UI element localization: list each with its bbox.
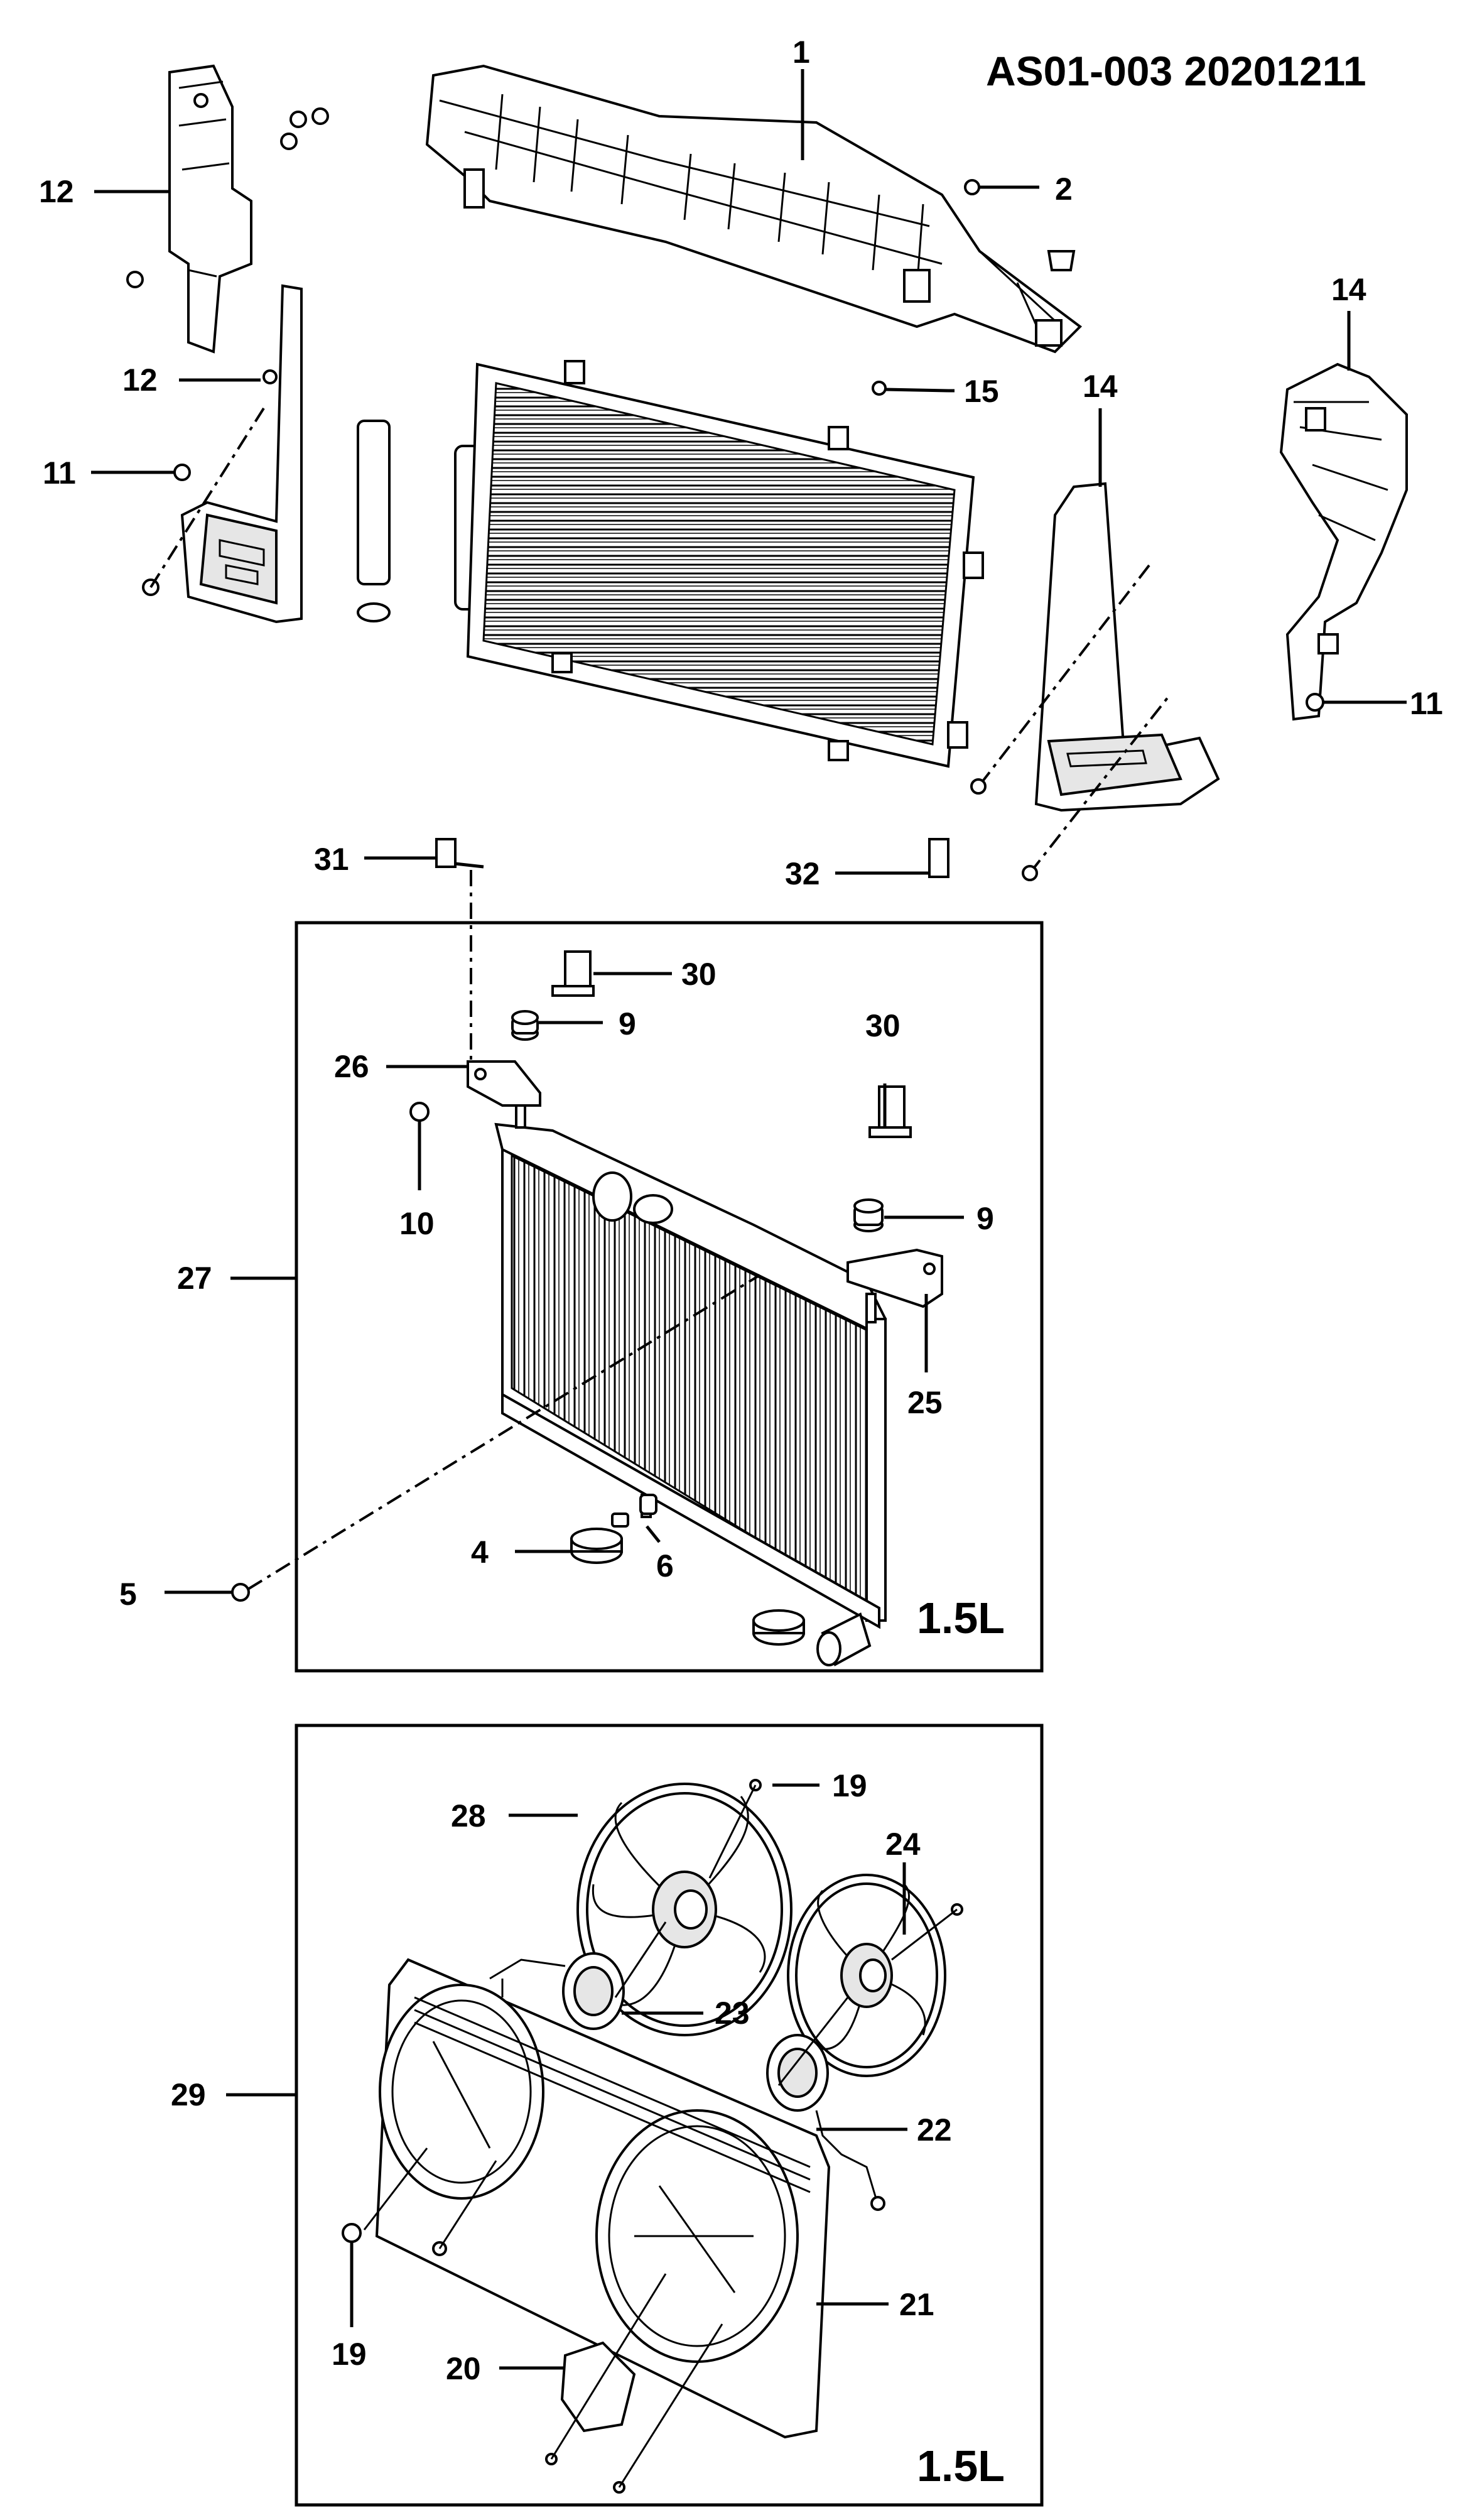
fan-assembly-box-part-29 (295, 1724, 1044, 2507)
right-lower-seal-part-14 (1034, 482, 1220, 812)
callout-30-upper: 30 (681, 957, 717, 992)
left-lower-seal-part-12 (180, 284, 303, 624)
callout-14-center: 14 (1083, 369, 1118, 404)
screw-part-2 (964, 179, 998, 195)
callout-20: 20 (446, 2351, 481, 2386)
callout-19-upper: 19 (832, 1768, 867, 1803)
callout-29: 29 (171, 2077, 206, 2112)
left-upper-seal-part-12 (168, 64, 252, 354)
callout-2: 2 (1055, 171, 1073, 207)
callout-23: 23 (715, 1996, 750, 2031)
nut-part-19 (342, 2223, 362, 2243)
insulator-part-9-left (511, 1010, 539, 1041)
bracket-part-25 (846, 1248, 943, 1308)
callout-25: 25 (907, 1385, 943, 1420)
bracket-part-26 (467, 1060, 541, 1107)
callout-12-lower: 12 (122, 362, 158, 398)
callout-21: 21 (899, 2287, 934, 2322)
fan-leader-lines (363, 1784, 958, 2488)
right-upper-seal-part-14 (1279, 362, 1408, 721)
leader-dash-14-b (1029, 696, 1169, 874)
callout-31: 31 (314, 842, 349, 877)
callout-12-upper: 12 (39, 174, 74, 209)
bracket-part-30-lower (868, 1085, 912, 1138)
screw-icon (970, 778, 987, 795)
condenser (454, 360, 984, 768)
drain-plug-part-6 (611, 1494, 657, 1528)
callout-19-lower: 19 (332, 2337, 367, 2372)
screw-part-15 (872, 381, 949, 396)
callout-leaders (91, 69, 1407, 2370)
leader-dash-14-a (978, 564, 1150, 786)
air-deflector-part-1 (425, 64, 1083, 354)
fan-motor-part-22 (766, 2034, 885, 2211)
bracket-part-32 (898, 838, 949, 878)
fan-resistor-part-20 (560, 2341, 636, 2433)
radiator (494, 1098, 887, 1666)
callout-11-right: 11 (1410, 686, 1443, 721)
lower-mount-part-4 (570, 1528, 623, 1564)
callout-6: 6 (656, 1548, 674, 1583)
clip-icons (126, 107, 329, 596)
callout-5: 5 (119, 1577, 137, 1612)
callout-11-left: 11 (43, 455, 76, 491)
callout-14-right: 14 (1331, 272, 1366, 307)
callout-22: 22 (917, 2112, 952, 2148)
radiator-variant-label: 1.5L (917, 1594, 1005, 1643)
callout-1: 1 (792, 35, 810, 70)
fan-shroud-part-21 (375, 1958, 831, 2439)
leader-dash-11 (149, 407, 265, 589)
diagram-code: AS01-003 20201211 (986, 48, 1366, 94)
screw-part-5 (231, 1583, 250, 1602)
receiver-drier (357, 420, 391, 622)
fan-motor-part-23 (489, 1952, 625, 2030)
leader-dash-5 (247, 1274, 761, 1590)
lower-mount-icon (752, 1609, 805, 1646)
callout-26: 26 (334, 1049, 369, 1084)
bracket-part-30-upper (551, 950, 595, 997)
callout-28: 28 (451, 1798, 486, 1833)
callout-10: 10 (399, 1206, 435, 1241)
callout-24: 24 (885, 1827, 921, 1862)
callout-4: 4 (471, 1534, 489, 1570)
nut-part-10 (409, 1102, 430, 1122)
callout-32: 32 (785, 856, 820, 891)
push-clip-icon (1047, 250, 1076, 271)
fan-variant-label: 1.5L (917, 2441, 1005, 2490)
bracket-part-31 (435, 838, 484, 869)
clip-icon (1306, 693, 1324, 712)
radiator-assembly-box-part-27 (295, 921, 1044, 1673)
insulator-part-9-right (853, 1198, 884, 1232)
callout-27: 27 (177, 1261, 212, 1296)
callout-9-left: 9 (619, 1006, 636, 1041)
callout-30-lower: 30 (865, 1008, 901, 1043)
screw-icon (1022, 865, 1038, 881)
callout-9-right: 9 (976, 1201, 994, 1236)
callout-15: 15 (964, 374, 999, 409)
